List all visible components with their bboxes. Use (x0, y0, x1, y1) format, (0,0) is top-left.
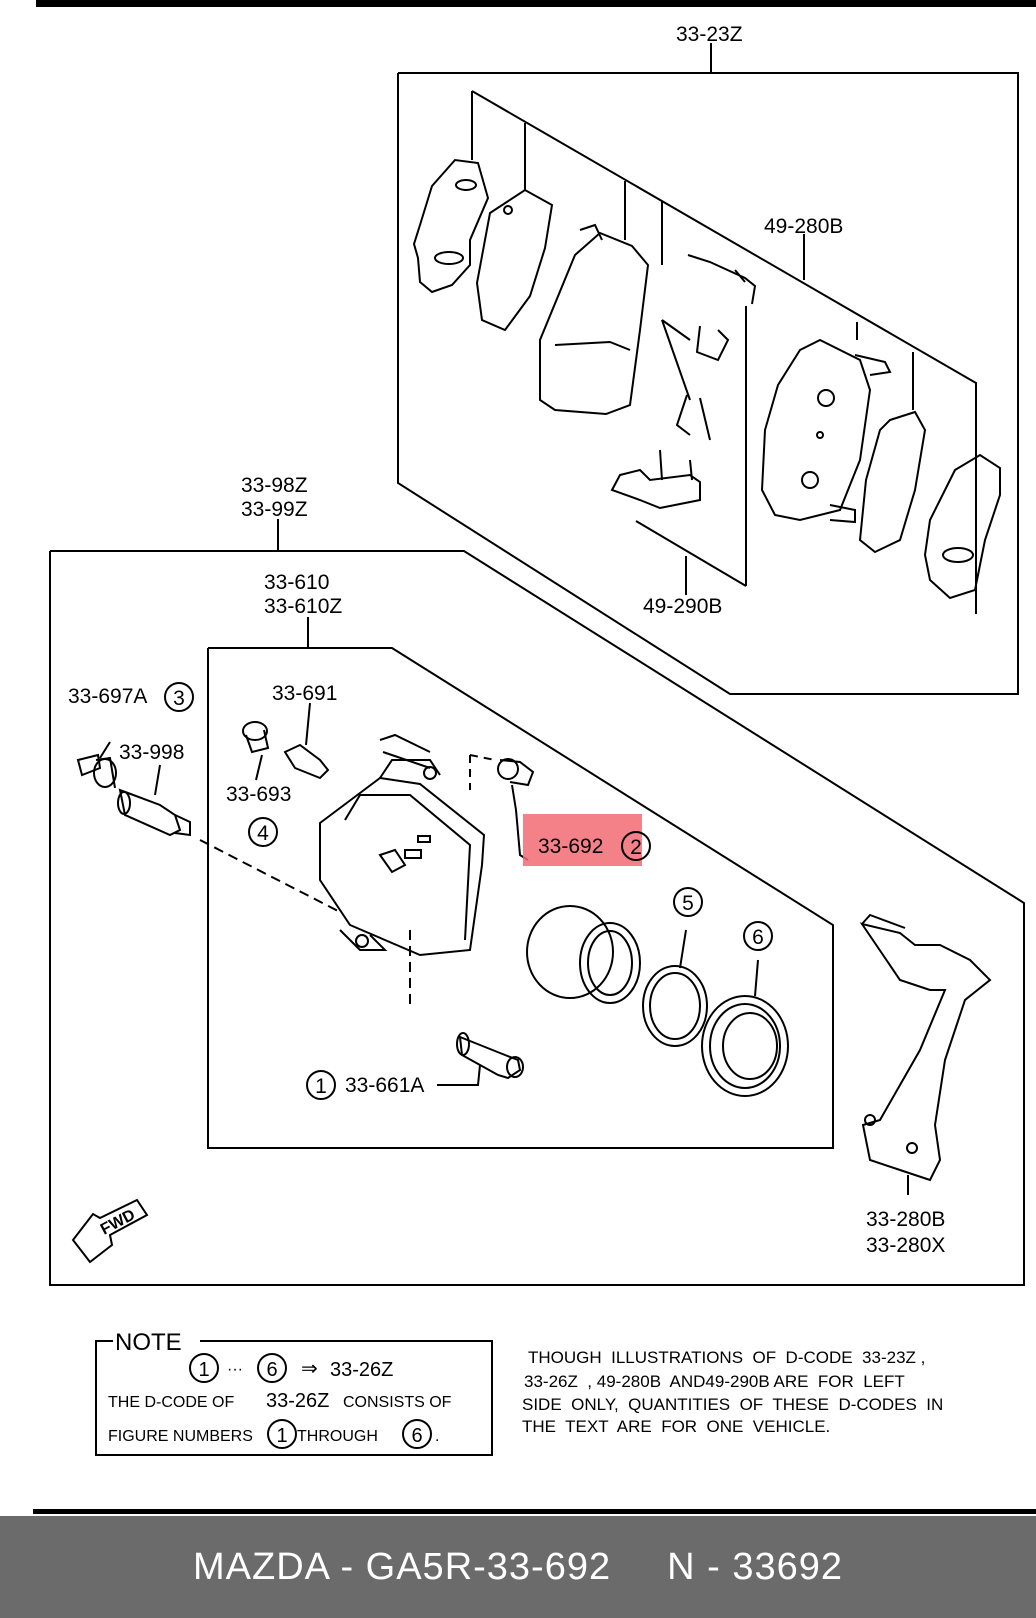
pad-kit-group (397, 43, 1019, 695)
note-range-sep: ··· (227, 1361, 243, 1378)
side-note-line3: SIDE ONLY, QUANTITIES OF THESE D-CODES I… (522, 1395, 943, 1414)
label-guide-pin: 33-661A (345, 1074, 424, 1097)
num-2: 2 (630, 836, 642, 859)
num-4: 4 (257, 822, 269, 845)
label-caliper-assy-2: 33-99Z (241, 498, 308, 521)
label-caliper-body-1: 33-610 (264, 571, 329, 594)
label-shim-kit-b: 49-290B (643, 595, 722, 618)
label-bleeder-cap: 33-693 (226, 783, 291, 806)
footer-number-label: N - 33692 (667, 1545, 844, 1588)
label-bleeder-screw: 33-691 (272, 682, 337, 705)
note-line2-b: CONSISTS OF (343, 1394, 452, 1411)
note-title: NOTE (115, 1329, 182, 1356)
note-line3-c: . (435, 1428, 439, 1445)
bottom-rule (33, 1509, 1036, 1514)
note-line3-start: 1 (276, 1425, 287, 1447)
num-1: 1 (315, 1075, 327, 1098)
circle-6 (743, 921, 773, 951)
note-arrow: ⇒ (301, 1358, 318, 1380)
side-note-line1: THOUGH ILLUSTRATIONS OF D-CODE 33-23Z , (528, 1348, 925, 1367)
label-boot-a: 33-697A (68, 685, 147, 708)
brake-caliper-diagram: 33-23Z 49-280B 49-290B 33-98Z 33-99Z 33-… (33, 0, 1036, 1514)
num-3: 3 (173, 687, 185, 710)
label-caliper-assy-1: 33-98Z (241, 474, 308, 497)
note-line2-code: 33-26Z (266, 1390, 329, 1412)
side-note: THOUGH ILLUSTRATIONS OF D-CODE 33-23Z , … (522, 1348, 943, 1436)
circle-3 (164, 682, 194, 712)
circle-4 (248, 817, 278, 847)
side-note-line4: THE TEXT ARE FOR ONE VEHICLE. (522, 1417, 830, 1436)
note-range-code: 33-26Z (330, 1359, 393, 1381)
top-rule (36, 0, 1036, 7)
circle-2 (621, 831, 651, 861)
label-shim-kit-a: 49-280B (764, 215, 843, 238)
note-line2-a: THE D-CODE OF (108, 1394, 234, 1411)
label-bracket-2: 33-280X (866, 1234, 945, 1257)
label-pad-kit: 33-23Z (676, 23, 743, 46)
note-line3-b: THROUGH (297, 1428, 378, 1445)
note-line3-end: 6 (411, 1425, 422, 1447)
note-range-start: 1 (198, 1359, 209, 1381)
circle-5 (673, 887, 703, 917)
note-line3-a: FIGURE NUMBERS (108, 1428, 253, 1445)
note-range-end: 6 (266, 1359, 277, 1381)
label-pin: 33-998 (119, 741, 184, 764)
fwd-label: FWD (98, 1206, 138, 1238)
footer-bar: MAZDA - GA5R-33-692 N - 33692 (0, 1516, 1036, 1618)
circle-1 (306, 1070, 336, 1100)
label-caliper-body-2: 33-610Z (264, 595, 342, 618)
label-highlight-part: 33-692 (538, 835, 603, 858)
label-bracket-1: 33-280B (866, 1208, 945, 1231)
num-6: 6 (752, 926, 764, 949)
footer-part-label: MAZDA - GA5R-33-692 (192, 1545, 612, 1588)
caliper-assy-group (49, 519, 1025, 1286)
highlight-box (523, 814, 642, 866)
note-box: NOTE 1 ··· 6 ⇒ 33-26Z THE D-CODE OF 33-2… (95, 1329, 493, 1456)
side-note-line2: 33-26Z , 49-280B AND49-290B ARE FOR LEFT (524, 1372, 905, 1391)
num-5: 5 (682, 892, 694, 915)
